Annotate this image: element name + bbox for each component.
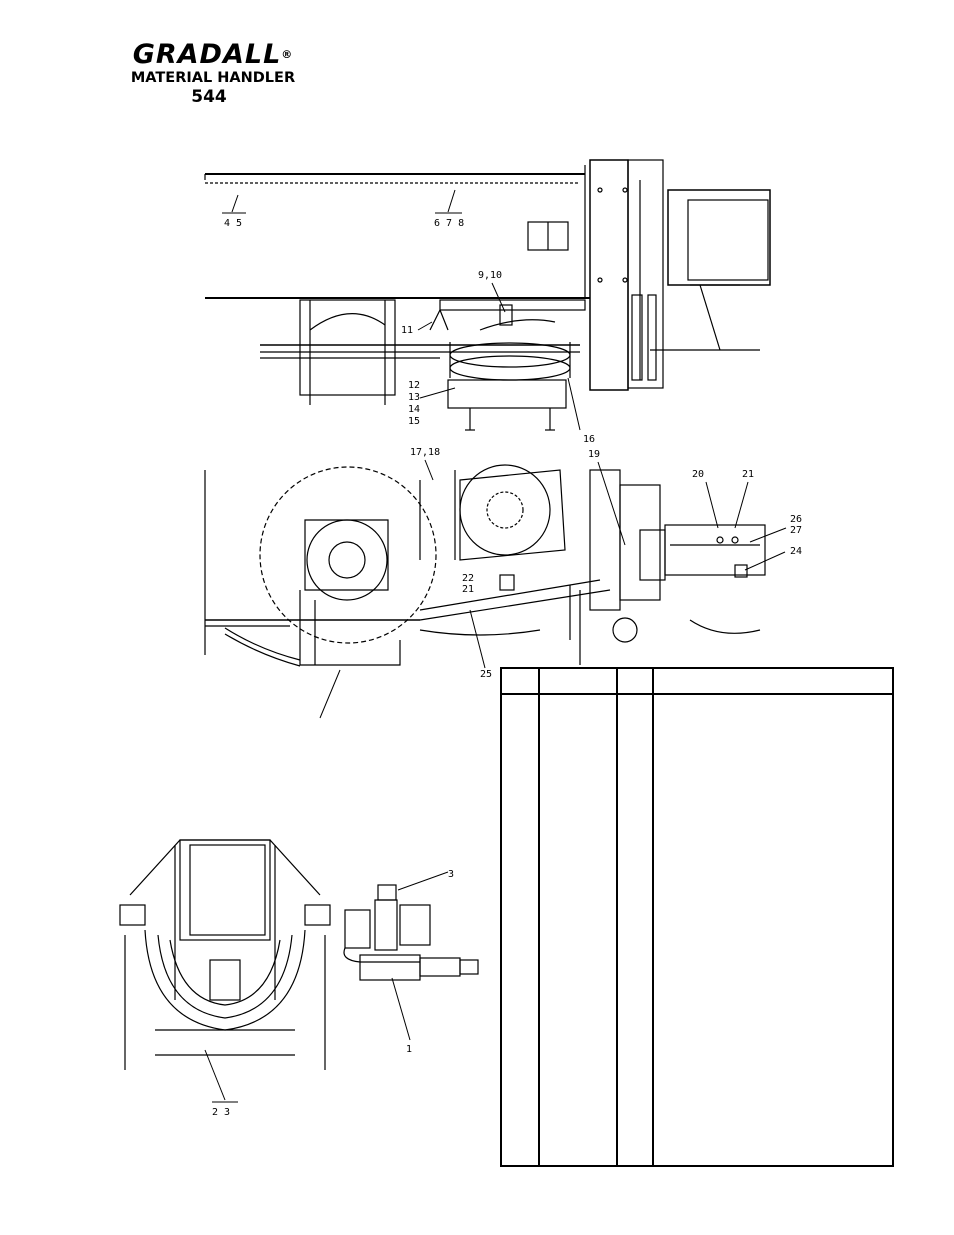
- callout-20: 20: [692, 469, 704, 480]
- callout-21: 21: [742, 469, 754, 480]
- callout-21-lower: 21: [462, 584, 474, 595]
- callout-22: 22: [462, 573, 474, 584]
- valve-view: [343, 884, 479, 981]
- callout-3: 3: [448, 869, 454, 880]
- callout-16: 16: [583, 434, 595, 445]
- callout-labels: 4 5 6 7 8 9,10 11 12 13 14 15 16 17,18 1…: [212, 218, 802, 1118]
- callout-17-18: 17,18: [410, 447, 440, 458]
- table-header-rule: [502, 693, 892, 695]
- callout-13: 13: [408, 392, 420, 403]
- callout-9-10: 9,10: [478, 270, 502, 281]
- callout-4-5: 4 5: [224, 218, 242, 229]
- table-column-divider: [652, 669, 654, 1165]
- brand-header: GRADALL® MATERIAL HANDLER 544: [108, 39, 318, 108]
- callout-14: 14: [408, 404, 420, 415]
- table-column-divider: [616, 669, 618, 1165]
- callout-2-3: 2 3: [212, 1107, 230, 1118]
- brand-logo: GRADALL®: [132, 39, 294, 70]
- upper-frame-view: [204, 159, 771, 431]
- lower-leaders: [204, 871, 449, 1103]
- model-number: 544: [191, 87, 227, 107]
- callout-12: 12: [408, 380, 420, 391]
- callout-11: 11: [401, 325, 413, 336]
- lower-left-view: [119, 839, 331, 1070]
- callout-27: 27: [790, 525, 802, 536]
- brand-subtitle: MATERIAL HANDLER: [130, 70, 296, 86]
- middle-view: [204, 464, 766, 667]
- callout-15: 15: [408, 416, 420, 427]
- callout-19: 19: [588, 449, 600, 460]
- parts-list-table: [500, 667, 894, 1167]
- callout-26: 26: [790, 514, 802, 525]
- table-column-divider: [538, 669, 540, 1165]
- middle-leaders: [319, 459, 787, 719]
- upper-leaders: [222, 189, 581, 431]
- callout-6-7-8: 6 7 8: [434, 218, 464, 229]
- callout-1: 1: [406, 1044, 412, 1055]
- callout-24: 24: [790, 546, 802, 557]
- callout-25: 25: [480, 669, 492, 680]
